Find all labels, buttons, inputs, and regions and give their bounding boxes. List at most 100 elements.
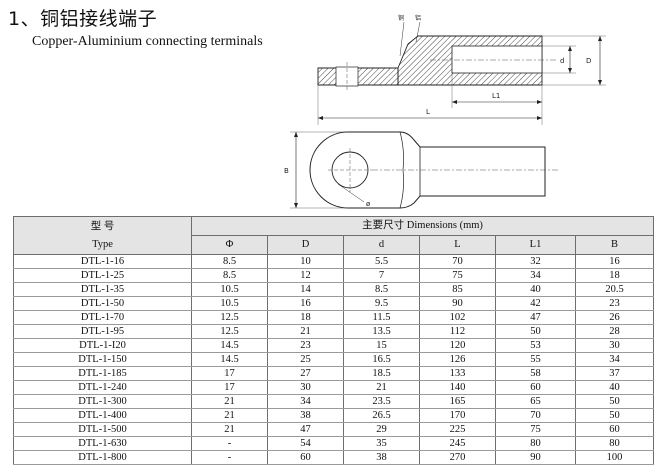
- dimension-cell-L1: 32: [495, 254, 576, 269]
- dimension-cell-D: 54: [267, 436, 344, 451]
- dimension-cell-d: 35: [343, 436, 420, 451]
- dimension-cell-B: 20.5: [574, 282, 655, 297]
- dimension-cell-L: 70: [419, 254, 496, 269]
- dimension-cell-B: 50: [574, 408, 655, 423]
- dimension-cell-L1: 55: [495, 352, 576, 367]
- dimension-cell-d: 13.5: [343, 324, 420, 339]
- dimension-cell-d: 38: [343, 450, 420, 465]
- dimension-cell-L1: 53: [495, 338, 576, 353]
- dimension-cell-B: 37: [574, 366, 655, 381]
- dimension-cell-D: 21: [267, 324, 344, 339]
- dimension-cell-d: 23.5: [343, 394, 420, 409]
- side-section-view: 铜 铝 d D L1 L: [317, 14, 606, 125]
- dimension-cell-D: 16: [267, 296, 344, 311]
- dimension-cell-B: 26: [574, 310, 655, 325]
- page-subtitle: Copper-Aluminium connecting terminals: [32, 34, 263, 49]
- column-header-D: D: [267, 235, 344, 255]
- dimension-cell-L: 120: [419, 338, 496, 353]
- column-header-phi: Φ: [191, 235, 268, 255]
- dimension-cell-B: 50: [574, 394, 655, 409]
- type-header-en: Type: [92, 238, 113, 250]
- type-cell: DTL-1-185: [13, 366, 192, 381]
- dim-B-label: B: [284, 167, 289, 175]
- dimension-cell-L1: 60: [495, 380, 576, 395]
- dimension-cell-L1: 90: [495, 450, 576, 465]
- dimension-cell-d: 7: [343, 268, 420, 283]
- dimension-cell-B: 28: [574, 324, 655, 339]
- dimension-cell-D: 27: [267, 366, 344, 381]
- aluminium-label: 铝: [415, 14, 421, 22]
- dimensions-header: 主要尺寸 Dimensions (mm): [190, 216, 655, 236]
- terminal-technical-drawing: 铜 铝 d D L1 L: [284, 14, 606, 209]
- dimension-cell-phi: 17: [191, 366, 268, 381]
- dimension-cell-L: 112: [419, 324, 496, 339]
- dimension-cell-d: 5.5: [343, 254, 420, 269]
- dim-phi-label: ø: [366, 200, 371, 208]
- dimension-cell-phi: 21: [191, 422, 268, 437]
- dimension-cell-L: 90: [419, 296, 496, 311]
- type-cell: DTL-1-630: [13, 436, 192, 451]
- dimension-cell-phi: 10.5: [191, 282, 268, 297]
- column-header-B: B: [574, 235, 655, 255]
- dimension-cell-B: 16: [574, 254, 655, 269]
- dimension-cell-L1: 40: [495, 282, 576, 297]
- dimension-cell-phi: 8.5: [191, 254, 268, 269]
- dimension-cell-L1: 58: [495, 366, 576, 381]
- dimension-cell-D: 10: [267, 254, 344, 269]
- top-plan-view: ø B: [284, 131, 560, 209]
- dimension-cell-D: 25: [267, 352, 344, 367]
- dimension-cell-d: 9.5: [343, 296, 420, 311]
- dimension-cell-D: 18: [267, 310, 344, 325]
- column-header-d: d: [343, 235, 420, 255]
- dimension-cell-phi: 21: [191, 408, 268, 423]
- dimension-cell-phi: 8.5: [191, 268, 268, 283]
- dimension-cell-L: 140: [419, 380, 496, 395]
- type-cell: DTL-1-300: [13, 394, 192, 409]
- dimension-cell-d: 18.5: [343, 366, 420, 381]
- dim-L1-label: L1: [492, 92, 500, 100]
- type-cell: DTL-1-400: [13, 408, 192, 423]
- type-header-cn: 型 号: [90, 220, 115, 232]
- dimension-cell-B: 34: [574, 352, 655, 367]
- dim-d-label: d: [560, 57, 564, 65]
- dimension-cell-L1: 47: [495, 310, 576, 325]
- dimension-cell-L: 170: [419, 408, 496, 423]
- dimension-cell-B: 18: [574, 268, 655, 283]
- dimension-cell-D: 14: [267, 282, 344, 297]
- type-cell: DTL-1-500: [13, 422, 192, 437]
- dimension-cell-L1: 34: [495, 268, 576, 283]
- dimension-cell-L1: 42: [495, 296, 576, 311]
- dimension-cell-phi: 12.5: [191, 310, 268, 325]
- dimension-cell-D: 30: [267, 380, 344, 395]
- barrel-bore: [451, 45, 543, 74]
- dimension-cell-L: 270: [419, 450, 496, 465]
- dimension-cell-D: 34: [267, 394, 344, 409]
- dimension-cell-L: 75: [419, 268, 496, 283]
- dimension-cell-d: 8.5: [343, 282, 420, 297]
- dim-L-label: L: [426, 108, 430, 116]
- dimension-cell-B: 60: [574, 422, 655, 437]
- type-cell: DTL-1-35: [13, 282, 192, 297]
- dimension-cell-phi: 14.5: [191, 352, 268, 367]
- dimension-cell-D: 60: [267, 450, 344, 465]
- dimension-cell-L1: 75: [495, 422, 576, 437]
- dim-D-label: D: [586, 57, 591, 65]
- type-cell: DTL-1-800: [13, 450, 192, 465]
- dimension-cell-D: 12: [267, 268, 344, 283]
- terminal-outline: [309, 131, 546, 209]
- dimension-cell-phi: -: [191, 436, 268, 451]
- column-header-L: L: [419, 235, 496, 255]
- type-cell: DTL-1-95: [13, 324, 192, 339]
- dimension-cell-d: 29: [343, 422, 420, 437]
- dimension-cell-phi: -: [191, 450, 268, 465]
